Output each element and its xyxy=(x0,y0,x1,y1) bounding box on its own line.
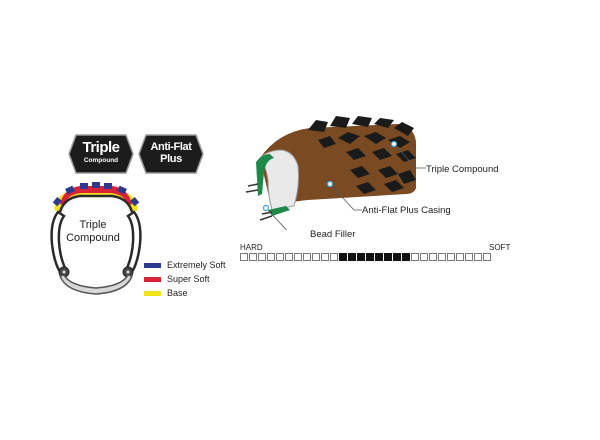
hardness-scale-cell xyxy=(348,253,356,261)
scale-label-hard: HARD xyxy=(240,243,263,252)
hardness-scale-cell xyxy=(438,253,446,261)
hardness-scale-cell xyxy=(357,253,365,261)
callout-anti-flat-plus-casing: Anti-Flat Plus Casing xyxy=(362,205,451,216)
hardness-scale-cell xyxy=(312,253,320,261)
badge-shape-icon xyxy=(68,134,134,174)
hardness-scale-cell xyxy=(447,253,455,261)
badge-antiflat-title: Anti-Flat Plus xyxy=(138,141,204,165)
tire-cutaway-illustration xyxy=(245,116,426,230)
legend-swatch-extremely-soft xyxy=(144,262,161,268)
badge-antiflat-line2: Plus xyxy=(160,153,182,165)
hardness-scale-cell xyxy=(249,253,257,261)
badge-triple-title: Triple xyxy=(82,139,120,156)
legend-item-base: Base xyxy=(144,286,226,300)
legend-label-extremely-soft: Extremely Soft xyxy=(167,260,226,270)
hardness-scale-cell xyxy=(240,253,248,261)
tire-cross-section-diagram xyxy=(50,182,142,295)
hardness-scale-cell xyxy=(285,253,293,261)
anti-flat-plus-badge: Anti-Flat Plus xyxy=(138,134,204,174)
hardness-scale-cell xyxy=(258,253,266,261)
hardness-scale-cell xyxy=(384,253,392,261)
hardness-scale-cell xyxy=(456,253,464,261)
cross-section-label-line2: Compound xyxy=(66,232,120,244)
hardness-scale-cell xyxy=(267,253,275,261)
hardness-scale-cell xyxy=(321,253,329,261)
badge-shape-icon xyxy=(138,134,204,174)
hardness-scale xyxy=(240,253,492,261)
hardness-scale-cell xyxy=(483,253,491,261)
hardness-scale-cell xyxy=(411,253,419,261)
hardness-scale-cell xyxy=(276,253,284,261)
legend-item-super-soft: Super Soft xyxy=(144,272,226,286)
legend-label-base: Base xyxy=(167,288,188,298)
callout-triple-compound: Triple Compound xyxy=(426,164,499,175)
badge-triple-subtitle: Compound xyxy=(83,157,119,164)
hardness-scale-cell xyxy=(465,253,473,261)
hardness-scale-cell xyxy=(330,253,338,261)
compound-legend: Extremely Soft Super Soft Base xyxy=(144,258,226,300)
callout-bead-filler: Bead Filler xyxy=(310,229,356,240)
cross-section-label: Triple Compound xyxy=(60,219,126,245)
hardness-scale-cell xyxy=(393,253,401,261)
scale-label-soft: SOFT xyxy=(489,243,511,252)
hardness-scale-cell xyxy=(339,253,347,261)
legend-item-extremely-soft: Extremely Soft xyxy=(144,258,226,272)
badge-antiflat-line1: Anti-Flat xyxy=(150,141,192,153)
hardness-scale-cell xyxy=(294,253,302,261)
hardness-scale-cell xyxy=(402,253,410,261)
legend-swatch-base xyxy=(144,290,161,296)
cross-section-label-line1: Triple xyxy=(79,219,107,231)
hardness-scale-cell xyxy=(429,253,437,261)
triple-compound-badge: Triple Compound xyxy=(68,134,134,174)
legend-label-super-soft: Super Soft xyxy=(167,274,210,284)
legend-swatch-super-soft xyxy=(144,276,161,282)
hardness-scale-cell xyxy=(420,253,428,261)
hardness-scale-cell xyxy=(366,253,374,261)
hardness-scale-cell xyxy=(474,253,482,261)
hardness-scale-cell xyxy=(303,253,311,261)
hardness-scale-cell xyxy=(375,253,383,261)
